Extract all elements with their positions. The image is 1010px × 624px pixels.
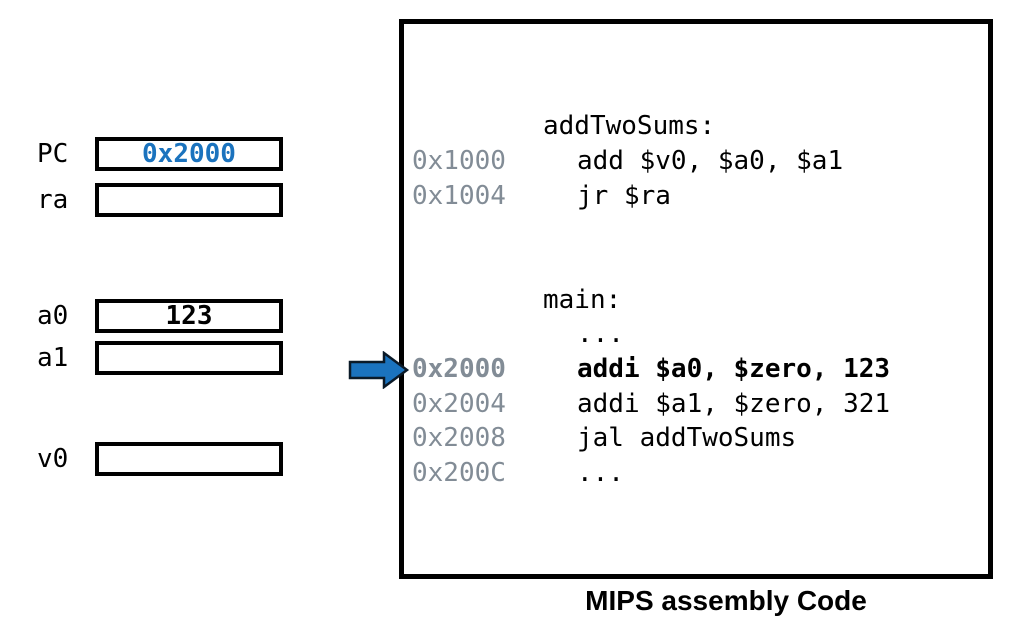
code-address: 0x1000: [412, 146, 506, 176]
code-instruction: add $v0, $a0, $a1: [577, 146, 844, 176]
register-value-box: 123: [95, 299, 283, 333]
code-line: addTwoSums:: [412, 109, 715, 144]
code-line: 0x1004 jr $ra: [412, 179, 671, 214]
code-label: addTwoSums:: [543, 111, 716, 141]
register-label: a0: [37, 301, 69, 331]
code-instruction: jal addTwoSums: [577, 423, 797, 453]
code-line: 0x2004 addi $a1, $zero, 321: [412, 387, 890, 422]
code-address: [412, 317, 577, 352]
code-line: ...: [412, 317, 624, 352]
register-label: a1: [37, 343, 69, 373]
register-row-a0: a0 123: [37, 299, 283, 333]
register-label: v0: [37, 444, 69, 474]
code-panel: [399, 19, 993, 579]
code-panel-caption: MIPS assembly Code: [585, 585, 867, 616]
code-instruction: ...: [577, 319, 624, 349]
register-value-box: [95, 442, 283, 476]
register-row-ra: ra: [37, 183, 283, 217]
code-line-current: 0x2000 addi $a0, $zero, 123: [412, 352, 890, 387]
register-value: 123: [165, 301, 213, 331]
register-row-a1: a1: [37, 341, 283, 375]
code-line: 0x200C ...: [412, 456, 624, 491]
register-row-v0: v0: [37, 442, 283, 476]
code-instruction: ...: [577, 458, 624, 488]
register-value-box: [95, 183, 283, 217]
code-line: 0x1000 add $v0, $a0, $a1: [412, 144, 843, 179]
code-label: main:: [543, 285, 622, 315]
code-instruction: addi $a1, $zero, 321: [577, 389, 891, 419]
code-instruction: jr $ra: [577, 181, 671, 211]
code-address: 0x200C: [412, 458, 506, 488]
code-instruction: addi $a0, $zero, 123: [577, 354, 891, 384]
register-value: 0x2000: [142, 139, 236, 169]
register-value-box: [95, 341, 283, 375]
register-row-pc: PC 0x2000: [37, 137, 283, 171]
register-label: PC: [37, 139, 69, 169]
code-address: 0x2008: [412, 423, 506, 453]
register-value-box: 0x2000: [95, 137, 283, 171]
code-address: 0x2000: [412, 354, 506, 384]
code-line: 0x2008 jal addTwoSums: [412, 421, 796, 456]
code-address: 0x2004: [412, 389, 506, 419]
instruction-pointer-arrow-icon: [348, 351, 410, 389]
register-label: ra: [37, 185, 69, 215]
code-line: main:: [412, 283, 621, 318]
code-address: 0x1004: [412, 181, 506, 211]
